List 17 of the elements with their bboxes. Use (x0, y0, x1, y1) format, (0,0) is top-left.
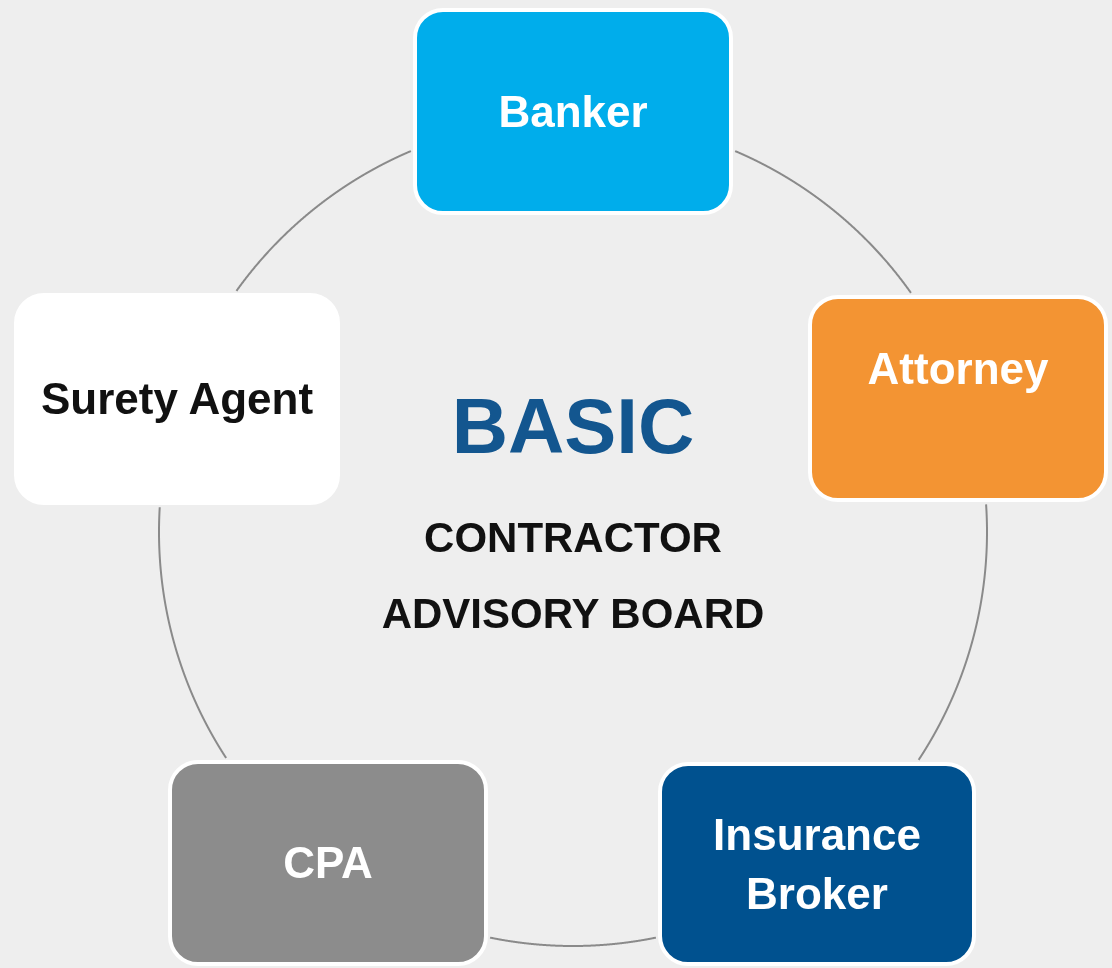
role-label: Insurance Broker (712, 808, 922, 920)
connector-arc (489, 936, 657, 947)
connector-arc (235, 150, 412, 292)
role-box (808, 295, 1108, 502)
connector-arc (158, 506, 228, 759)
subtitle-text: CONTRACTOR ADVISORY BOARD (380, 513, 766, 639)
role-label: Surety Agent (39, 373, 315, 426)
role-label: Banker (497, 85, 649, 138)
connector-arc (917, 503, 988, 761)
role-label: CPA (282, 837, 374, 890)
role-label: Attorney (866, 343, 1050, 395)
role-box (658, 762, 976, 966)
title-text: BASIC (450, 381, 696, 472)
role-box (413, 8, 733, 215)
role-box (168, 760, 488, 966)
role-box (14, 293, 340, 505)
connector-arc (734, 150, 912, 294)
